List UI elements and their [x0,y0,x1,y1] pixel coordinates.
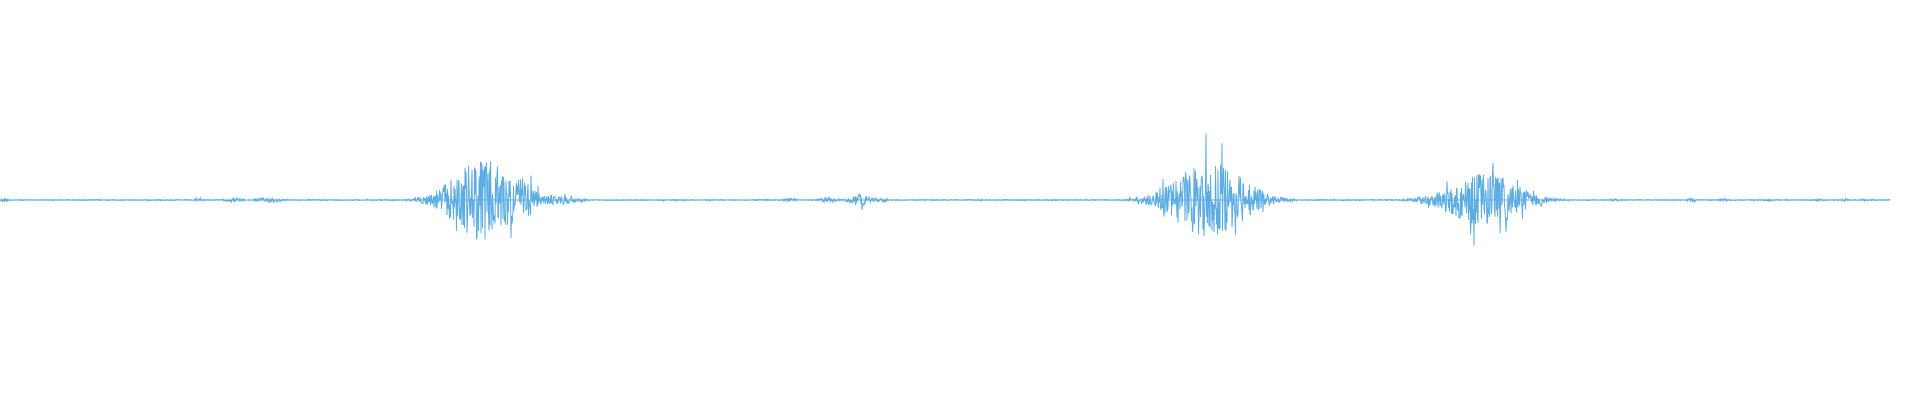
waveform-trace [0,133,1891,246]
